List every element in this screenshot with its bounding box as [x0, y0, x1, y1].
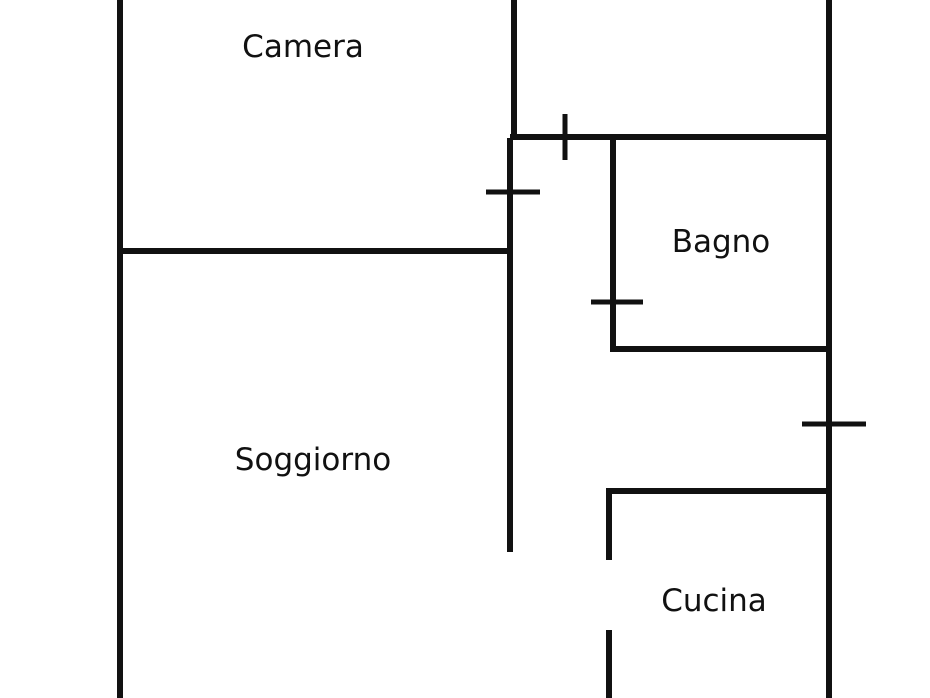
room-label-cucina: Cucina [661, 583, 767, 619]
room-label-bagno: Bagno [672, 224, 771, 260]
room-label-soggiorno: Soggiorno [235, 442, 391, 478]
room-label-camera: Camera [242, 29, 364, 65]
